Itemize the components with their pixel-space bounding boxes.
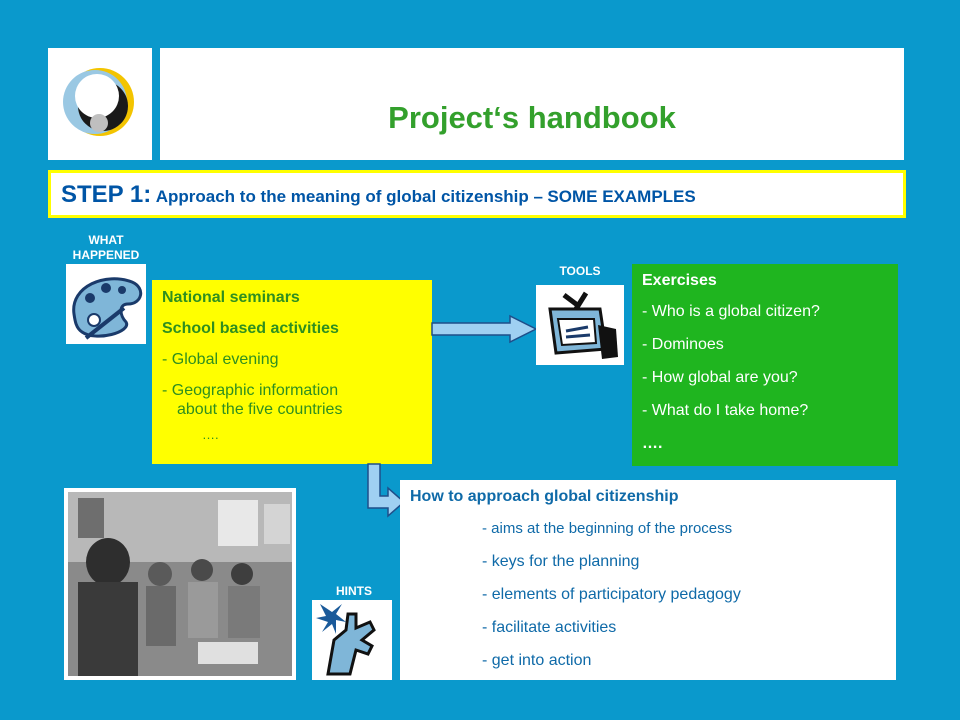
step-highlight: SOME EXAMPLES xyxy=(547,187,696,206)
list-item: - keys for the planning xyxy=(482,553,640,570)
tools-label: TOOLS xyxy=(559,264,601,278)
what-happened-label-line2: HAPPENED xyxy=(72,248,140,262)
step-number: STEP 1: xyxy=(61,181,152,208)
list-item: - elements of participatory pedagogy xyxy=(482,586,741,603)
logo-icon xyxy=(63,68,134,136)
group-photo xyxy=(64,488,296,680)
step-banner: STEP 1: Approach to the meaning of globa… xyxy=(48,170,906,218)
arrow-right-icon xyxy=(431,314,538,344)
what-happened-label-line1: WHAT xyxy=(88,233,124,247)
step-text: Approach to the meaning of global citize… xyxy=(155,187,543,206)
exercises-box: Exercises - Who is a global citizen? - D… xyxy=(632,264,898,466)
list-item: …. xyxy=(642,435,663,452)
page-title: Project‘s handbook xyxy=(388,100,676,135)
title-banner: Project‘s handbook xyxy=(160,48,904,160)
exercises-title: Exercises xyxy=(642,272,717,289)
what-happened-label: WHAT HAPPENED xyxy=(60,233,152,263)
list-item: - Dominoes xyxy=(642,336,724,353)
list-item: …. xyxy=(202,427,219,442)
list-item: - Who is a global citizen? xyxy=(642,303,820,320)
hand-icon xyxy=(312,600,392,680)
list-item: - What do I take home? xyxy=(642,402,809,419)
what-happened-box: National seminars School based activitie… xyxy=(152,280,432,464)
hints-title: How to approach global citizenship xyxy=(410,488,679,505)
list-item: National seminars xyxy=(162,289,300,306)
hints-label: HINTS xyxy=(336,584,372,598)
list-item: School based activities xyxy=(162,320,339,337)
list-item: - Geographic information xyxy=(162,382,339,399)
list-item: about the five countries xyxy=(177,401,343,418)
logo xyxy=(48,48,152,160)
list-item: - How global are you? xyxy=(642,369,798,386)
list-item: - get into action xyxy=(482,652,592,669)
hints-box: How to approach global citizenship - aim… xyxy=(400,480,896,680)
list-item: - Global evening xyxy=(162,351,279,368)
list-item: - facilitate activities xyxy=(482,619,617,636)
toolbox-icon xyxy=(536,285,624,365)
palette-icon xyxy=(66,264,146,344)
list-item: - aims at the beginning of the process xyxy=(482,520,733,537)
arrow-down-icon xyxy=(367,463,406,518)
